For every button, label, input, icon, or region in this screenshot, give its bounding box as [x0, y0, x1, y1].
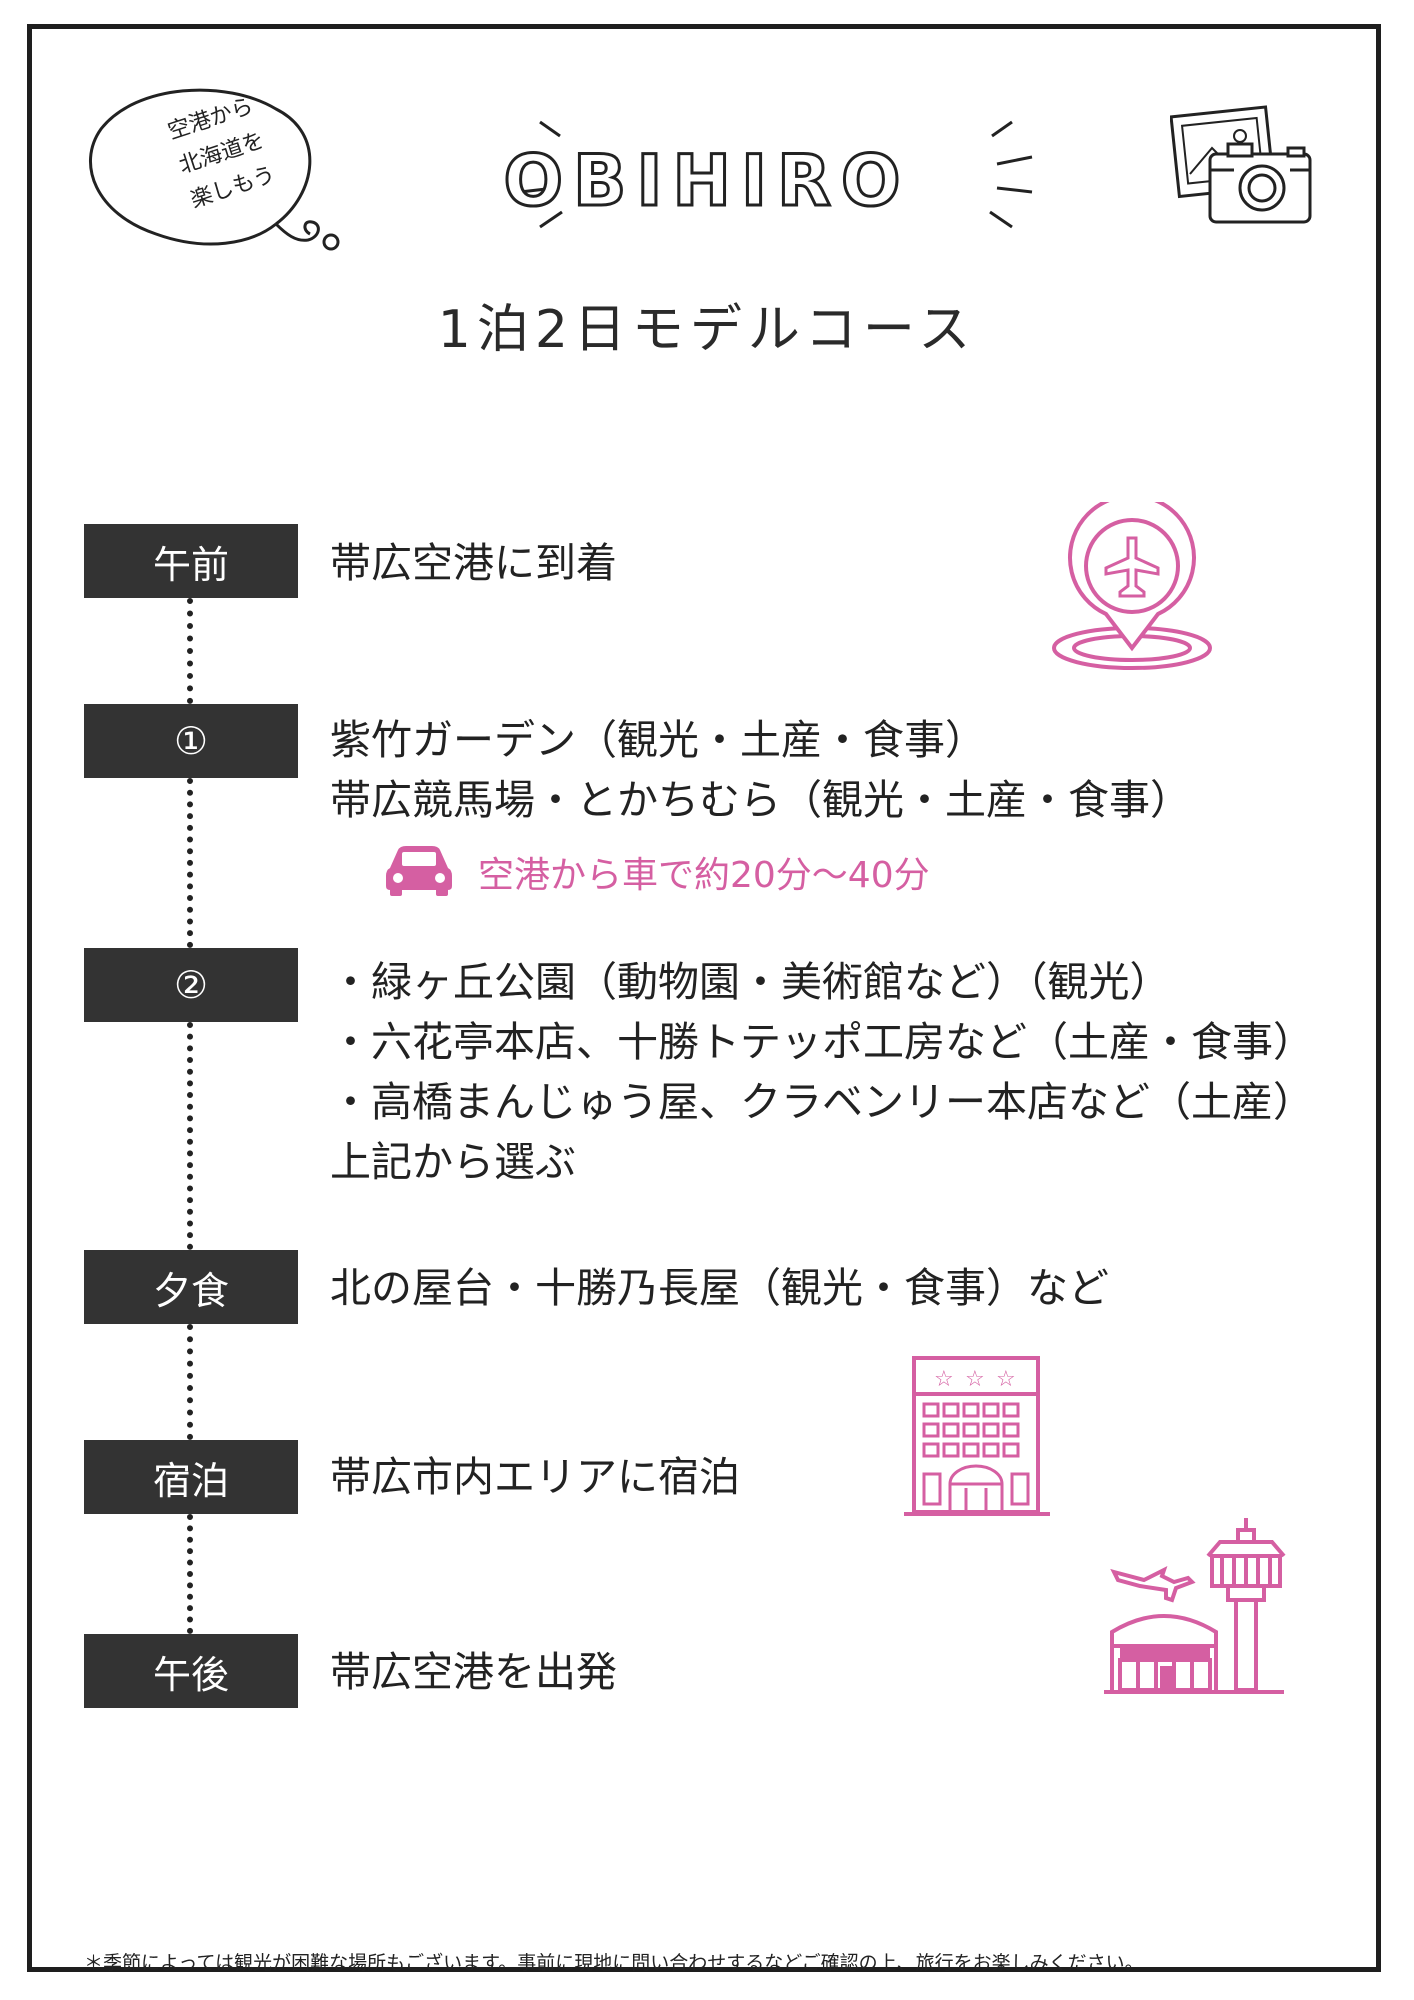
page-title: OBIHIRO	[502, 139, 911, 224]
label-step-2: ②	[84, 948, 298, 1022]
timeline-dots	[187, 1514, 193, 1634]
label-step-1: ①	[84, 704, 298, 778]
camera-photo-icon	[1170, 105, 1312, 224]
page-frame	[27, 24, 1381, 1972]
item-line: 北の屋台・十勝乃長屋（観光・食事）など	[330, 1264, 1109, 1312]
airport-tower-icon	[1104, 1518, 1286, 1694]
item-line: ・高橋まんじゅう屋、クラベンリー本店など（土産）	[330, 1078, 1314, 1126]
svg-text:☆: ☆	[996, 1367, 1016, 1392]
item-line: 上記から選ぶ	[330, 1138, 576, 1186]
label-stay: 宿泊	[84, 1440, 298, 1514]
left-rays-icon	[519, 120, 563, 229]
schedule-item: 帯広空港に到着	[330, 533, 617, 593]
timeline-dots	[187, 598, 193, 704]
schedule-item: ・緑ヶ丘公園（動物園・美術館など）（観光） ・六花亭本店、十勝トテッポ工房など（…	[330, 952, 1314, 1192]
schedule-item: 帯広空港を出発	[330, 1642, 617, 1702]
airport-pin-icon	[1052, 502, 1212, 670]
svg-text:☆: ☆	[934, 1367, 954, 1392]
item-line: ・六花亭本店、十勝トテッポ工房など（土産・食事）	[330, 1018, 1314, 1066]
item-line: 帯広市内エリアに宿泊	[330, 1453, 740, 1501]
item-line: ・緑ヶ丘公園（動物園・美術館など）（観光）	[330, 958, 1171, 1006]
page-subtitle: 1泊2日モデルコース	[437, 300, 977, 360]
schedule-item: 紫竹ガーデン（観光・土産・食事） 帯広競馬場・とかちむら（観光・土産・食事）	[330, 710, 1191, 830]
item-line: 帯広競馬場・とかちむら（観光・土産・食事）	[330, 776, 1191, 824]
timeline-dots	[187, 1022, 193, 1250]
item-line: 帯広空港に到着	[330, 539, 617, 587]
label-morning: 午前	[84, 524, 298, 598]
car-travel-note: 空港から車で約20分〜40分	[478, 855, 930, 896]
hotel-icon: ☆ ☆ ☆	[904, 1356, 1050, 1516]
label-dinner: 夕食	[84, 1250, 298, 1324]
svg-text:☆: ☆	[965, 1367, 985, 1392]
timeline-dots	[187, 778, 193, 948]
right-rays-icon	[989, 120, 1033, 229]
schedule-item: 帯広市内エリアに宿泊	[330, 1447, 740, 1507]
timeline-dots	[187, 1324, 193, 1440]
item-line: 帯広空港を出発	[330, 1648, 617, 1696]
speech-bubble-icon	[89, 88, 340, 251]
label-afternoon: 午後	[84, 1634, 298, 1708]
item-line: 紫竹ガーデン（観光・土産・食事）	[330, 716, 986, 764]
car-icon	[386, 846, 452, 896]
footnote: ＊季節によっては観光が困難な場所もございます。事前に現地に問い合わせするなどご確…	[84, 1952, 1144, 1974]
schedule-item: 北の屋台・十勝乃長屋（観光・食事）など	[330, 1258, 1109, 1318]
